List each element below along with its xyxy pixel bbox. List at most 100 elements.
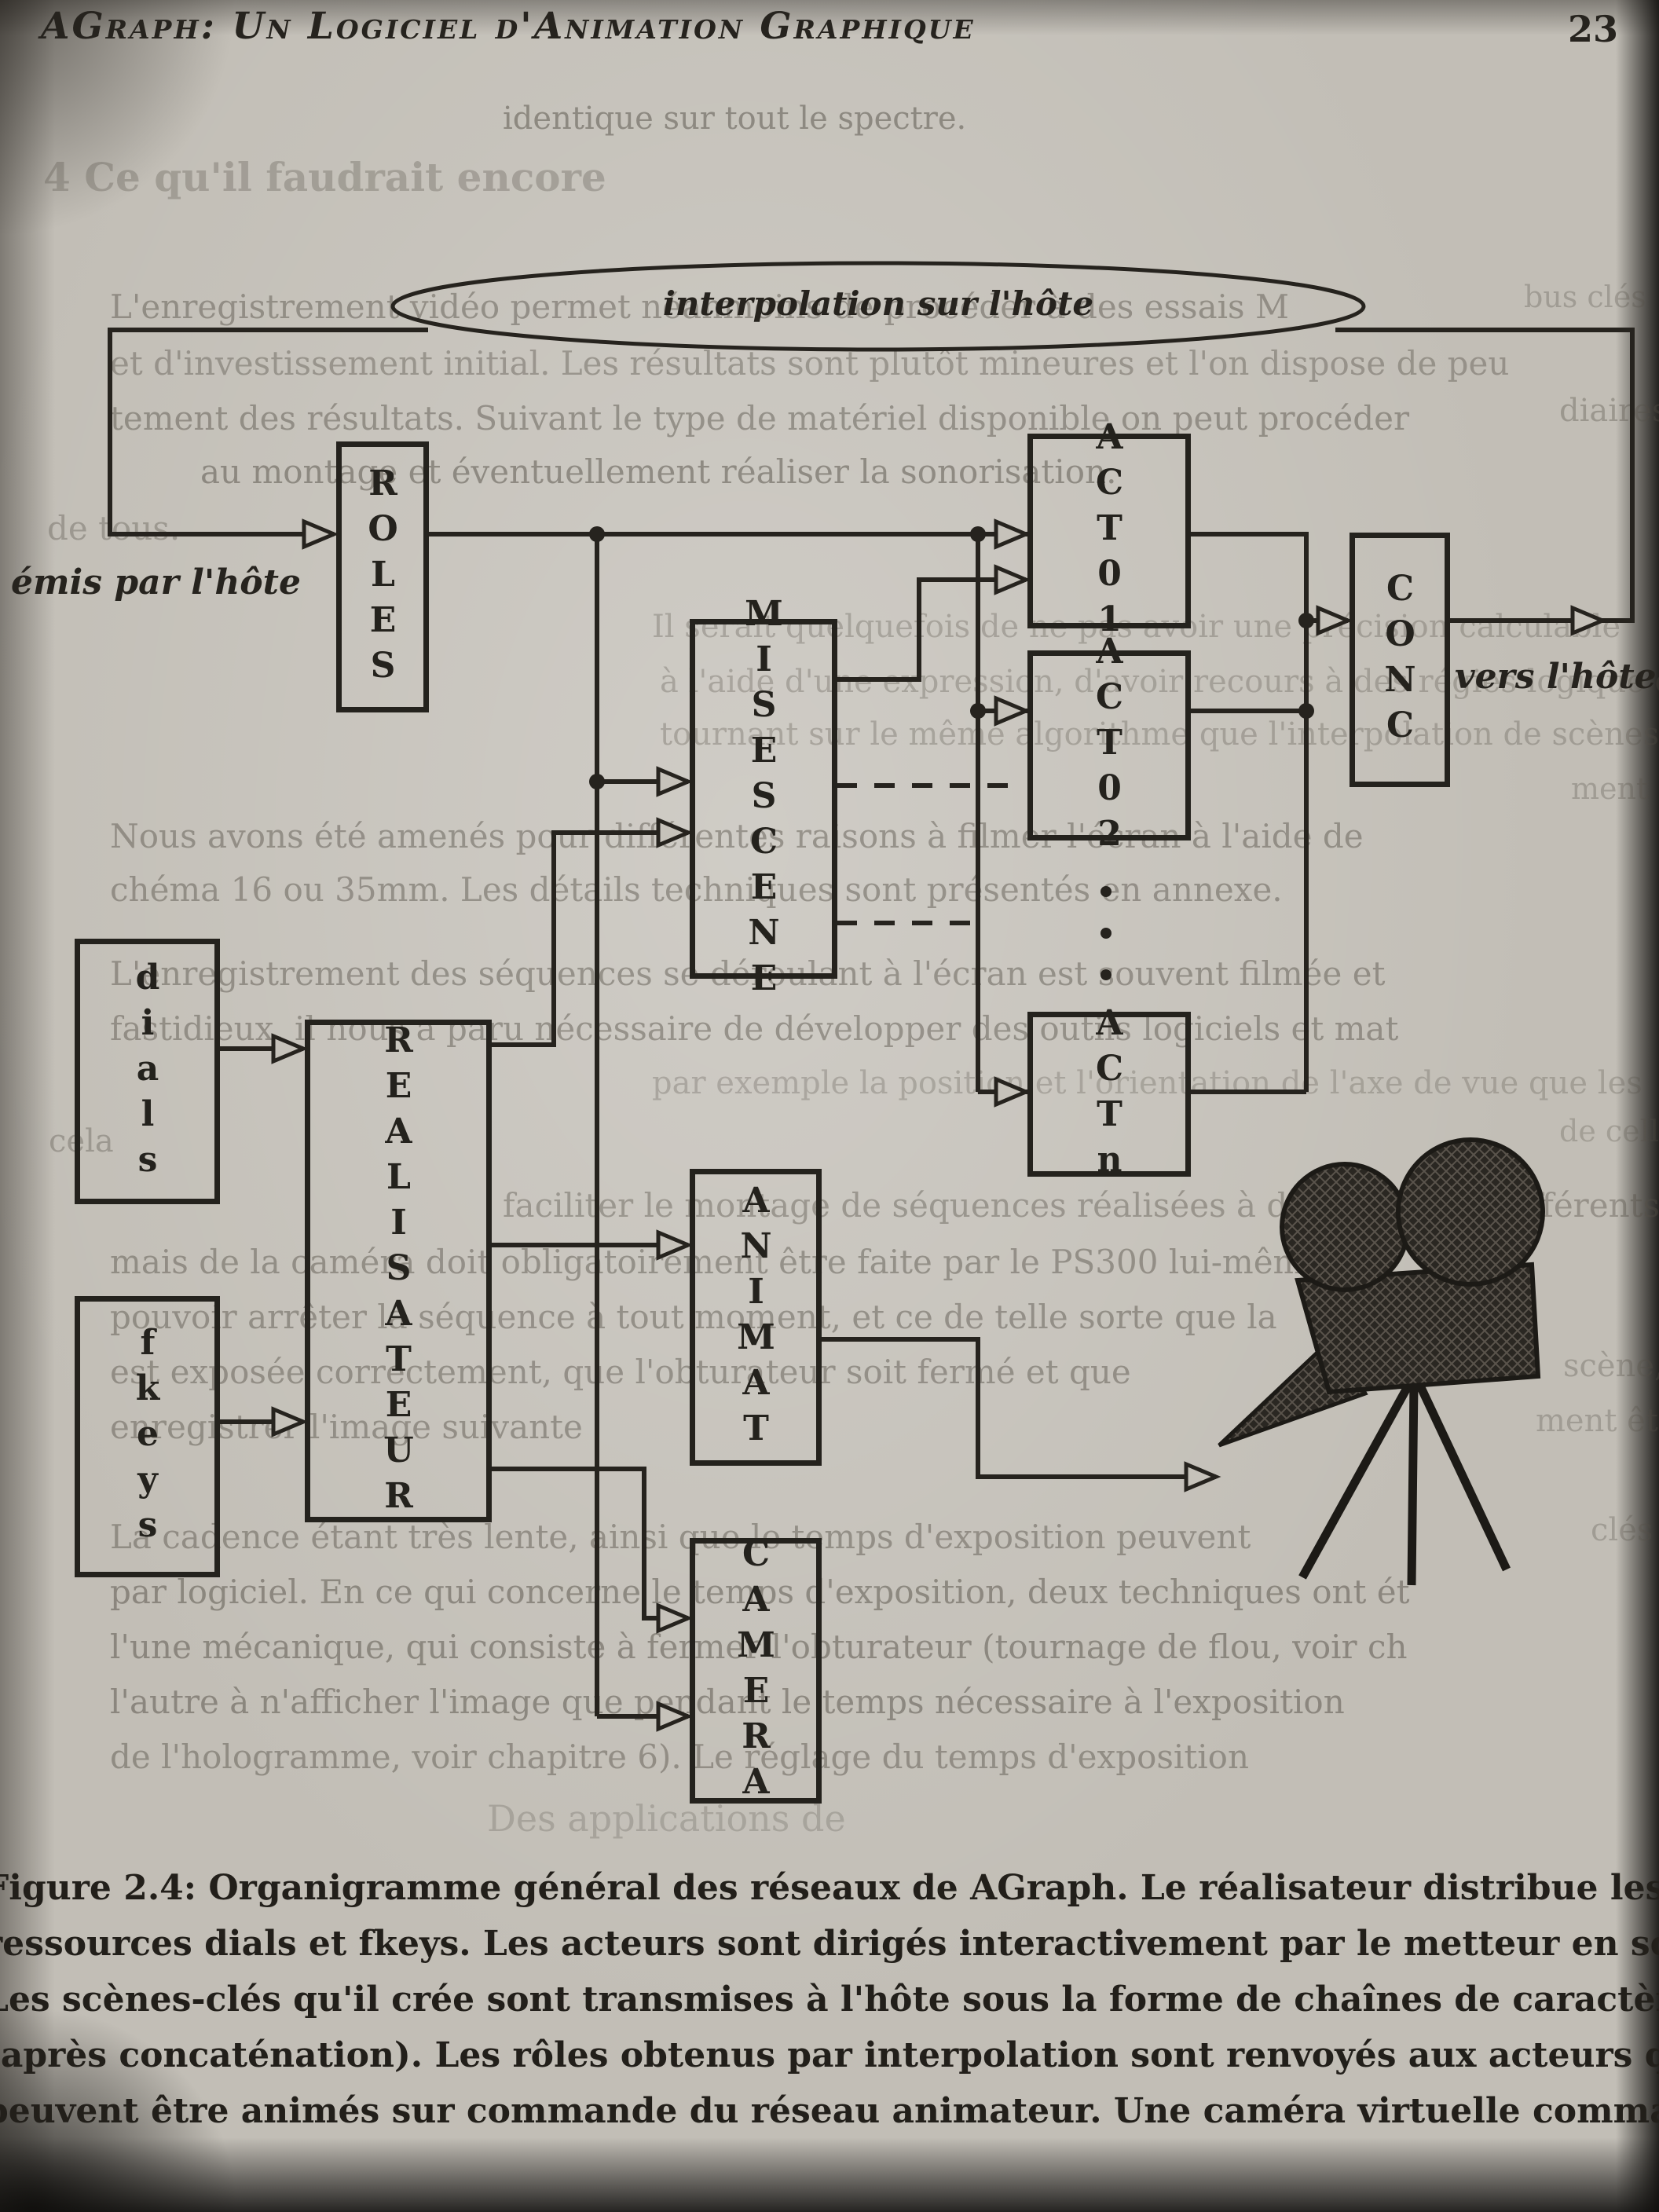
ghost-text-line: par logiciel. En ce qui concerne le temp… xyxy=(110,1573,1410,1611)
ghost-text-line: à l'aide d'une expression, d'avoir recou… xyxy=(660,664,1659,700)
arrowhead-dials-realisateur xyxy=(271,1033,309,1064)
dials-fkeys-lines xyxy=(220,1046,303,1424)
ghost-text-line: est exposée correctement, que l'obturate… xyxy=(110,1353,1131,1391)
arrowhead-camera-icon xyxy=(1184,1461,1221,1492)
roles-distribution-line xyxy=(428,532,1029,1094)
act01-box: ACT01 xyxy=(1027,417,1191,645)
arrowhead-conc-input xyxy=(1316,605,1353,636)
conc-label: CONC xyxy=(1380,569,1420,751)
ghost-text-line: Des applications de xyxy=(487,1797,846,1840)
junction-dot xyxy=(1298,703,1314,719)
caption-line: Figure 2.4: Organigramme général des rés… xyxy=(0,1868,1659,1908)
ghost-text-line: diaires xyxy=(1559,393,1659,429)
figure-caption: Figure 2.4: Organigramme général des rés… xyxy=(0,1860,1659,2139)
ghost-text-line: La cadence étant très lente, ainsi que l… xyxy=(110,1518,1251,1556)
junction-dots xyxy=(589,526,1314,789)
ghost-text-line: 4 Ce qu'il faudrait encore xyxy=(43,154,606,200)
caption-line: ressources dials et fkeys. Les acteurs s… xyxy=(0,1924,1659,1964)
act02-label: ACT02 xyxy=(1090,632,1130,859)
junction-dot xyxy=(970,526,986,542)
camera-box: CAMERA xyxy=(690,1534,822,1807)
ghost-text-line: de l'hologramme, voir chapitre 6). Le ré… xyxy=(110,1738,1250,1776)
animat-to-camera-icon-line xyxy=(821,1337,1216,1479)
animat-box: ANIMAT xyxy=(690,1169,822,1466)
arrowhead-actn-input xyxy=(994,1076,1031,1108)
realisateur-to-misescene-line xyxy=(491,830,688,1047)
ghost-text-line: enregistrer l'image suivante xyxy=(110,1408,583,1446)
ghost-text-line: de tous. xyxy=(47,509,181,548)
interpolation-ellipse xyxy=(390,261,1366,352)
camera-icon xyxy=(1218,1137,1545,1586)
junction-dot xyxy=(970,703,986,719)
page-number: 23 xyxy=(1567,8,1618,50)
arrowhead-to-host xyxy=(1570,605,1608,636)
ghost-text-line: l'une mécanique, qui consiste à fermer l… xyxy=(110,1628,1408,1666)
actn-label: ACTn xyxy=(1090,1003,1130,1185)
arrowhead-act01-roles xyxy=(994,518,1031,550)
ghost-text-line: cela xyxy=(49,1123,114,1159)
actors-to-conc-line xyxy=(1190,532,1348,1094)
arrowhead-act02-input xyxy=(994,695,1031,727)
actors-ellipsis-dots xyxy=(1101,886,1111,980)
arrowhead-camera-input-2 xyxy=(656,1701,694,1732)
ghost-text-line: l'autre à n'afficher l'image que pendant… xyxy=(110,1683,1345,1721)
animat-label: ANIMAT xyxy=(736,1181,776,1454)
misescene-to-act01-line xyxy=(837,577,1026,682)
camera-label: CAMERA xyxy=(736,1534,776,1807)
ghost-text-line: identique sur tout le spectre. xyxy=(503,101,967,137)
ghost-text-line: par exemple la position et l'orientation… xyxy=(652,1065,1643,1101)
interpolation-label: interpolation sur l'hôte xyxy=(662,284,1094,323)
ghost-text-line: tement des résultats. Suivant le type de… xyxy=(110,399,1410,438)
conc-to-host-line xyxy=(1335,328,1635,623)
ghost-text-line: scène, xyxy=(1563,1348,1659,1384)
conc-box: CONC xyxy=(1350,533,1450,787)
arrowhead-act01-misescene xyxy=(994,564,1031,595)
roles-label: ROLES xyxy=(363,463,403,691)
to-host-label: vers l'hôte xyxy=(1455,657,1657,697)
realisateur-box: REALISATEUR xyxy=(305,1020,492,1522)
ghost-text-line: bus clés xyxy=(1524,280,1646,314)
dials-box: dials xyxy=(75,939,220,1204)
actn-box: ACTn xyxy=(1027,1003,1191,1185)
caption-line: peuvent être animés sur commande du rése… xyxy=(0,2091,1659,2131)
junction-dot xyxy=(1298,613,1314,628)
act01-label: ACT01 xyxy=(1090,417,1130,645)
dashed-actor-lines xyxy=(837,783,1015,925)
caption-line: Les scènes-clés qu'il crée sont transmis… xyxy=(0,1979,1659,2020)
junction-dot xyxy=(589,774,605,789)
roles-box: ROLES xyxy=(336,441,429,712)
ghost-text-line: clés xyxy=(1591,1512,1654,1548)
misescene-label: MISESCENE xyxy=(744,594,784,1004)
ghost-text-line: tournant sur le même algorithme que l'in… xyxy=(660,716,1659,753)
ghost-text-line: ment être xyxy=(1536,1403,1659,1439)
ghost-text-line: chéma 16 ou 35mm. Les détails techniques… xyxy=(110,870,1283,909)
realisateur-label: REALISATEUR xyxy=(379,1020,419,1522)
camera-reel-left xyxy=(1280,1162,1410,1292)
arrowhead-camera-input-1 xyxy=(656,1602,694,1634)
fkeys-box: fkeys xyxy=(75,1296,220,1577)
caption-line: (après concaténation). Les rôles obtenus… xyxy=(0,2035,1659,2075)
ghost-text-line: au montage et éventuellement réaliser la… xyxy=(200,452,1117,491)
misescene-box: MISESCENE xyxy=(690,594,837,1004)
arrowhead-roles-input xyxy=(302,518,339,550)
dials-label: dials xyxy=(127,958,168,1185)
ghost-text-line: ment à xyxy=(1571,771,1659,806)
realisateur-to-camera-line xyxy=(491,1467,688,1621)
host-to-roles-line xyxy=(108,328,428,537)
ghost-text-line: de celles xyxy=(1559,1114,1659,1148)
arrowheads xyxy=(271,518,1608,1732)
arrowhead-fkeys-realisateur xyxy=(271,1406,309,1437)
arrowhead-misescene-input-2 xyxy=(656,817,694,848)
camera-tripod xyxy=(1298,1380,1511,1586)
arrowhead-misescene-input-1 xyxy=(656,766,694,797)
emitted-by-host-label: émis par l'hôte xyxy=(11,562,301,602)
fkeys-label: fkeys xyxy=(127,1323,168,1551)
ghost-text-line: mais de la caméra doit obligatoirement ê… xyxy=(110,1243,1324,1281)
junction-dot xyxy=(589,526,605,542)
ghost-text-line: L'enregistrement vidéo permet néanmoins … xyxy=(110,287,1289,326)
arrowhead-animat-input xyxy=(656,1229,694,1261)
act02-box: ACT02 xyxy=(1027,632,1191,859)
